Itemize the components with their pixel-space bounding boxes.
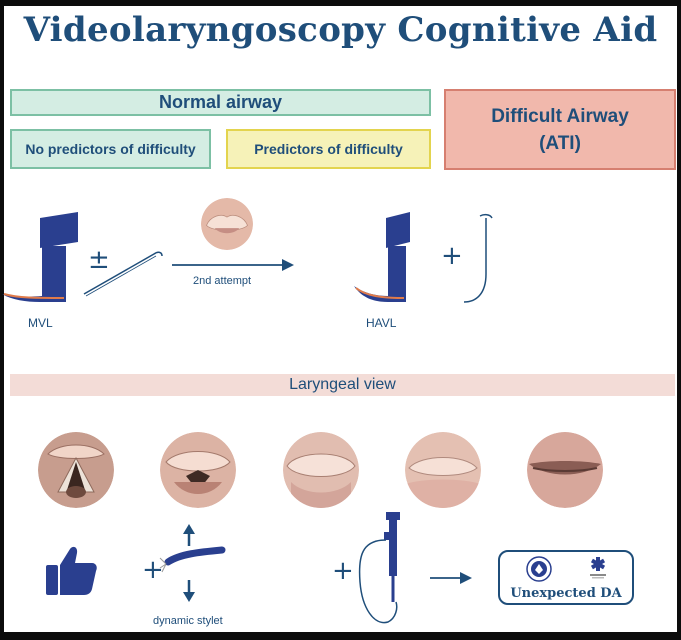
plus-symbol-scope: + — [332, 556, 354, 586]
bougie-icon — [83, 251, 163, 297]
thumbs-up-icon — [46, 546, 97, 595]
mvl-laryngoscope-icon — [2, 212, 78, 302]
second-attempt-arrow — [172, 259, 294, 271]
laryngeal-view-1 — [38, 432, 114, 508]
star-of-life-logo — [590, 557, 606, 579]
predictors-box: Predictors of difficulty — [226, 129, 431, 169]
mvl-label: MVL — [28, 316, 53, 330]
dynamic-stylet-icon — [159, 524, 226, 602]
laryngeal-view-3 — [283, 432, 359, 508]
laryngeal-view-5 — [527, 432, 603, 508]
flexible-scope-icon — [358, 512, 400, 624]
laryngeal-view-2 — [160, 432, 236, 508]
unexpected-da-label: Unexpected DA — [510, 586, 622, 601]
laryngeal-view-small — [201, 198, 253, 250]
laryngeal-view-banner: Laryngeal view — [10, 374, 675, 396]
difficult-airway-box: Difficult Airway (ATI) — [444, 89, 676, 170]
difficult-airway-title: Difficult Airway — [491, 106, 629, 127]
unexpected-da-arrow — [430, 572, 472, 584]
unexpected-da-box: Unexpected DA — [498, 550, 634, 605]
havl-laryngoscope-icon — [354, 212, 410, 302]
plus-minus-symbol: ± — [88, 245, 110, 275]
top-frame-bar — [0, 0, 681, 6]
page-title: Videolaryngoscopy Cognitive Aid — [23, 10, 658, 50]
normal-airway-box: Normal airway — [10, 89, 431, 116]
dynamic-stylet-label: dynamic stylet — [153, 615, 223, 627]
plus-symbol-stylet: + — [142, 555, 164, 585]
difficult-airway-subtitle: (ATI) — [539, 133, 581, 154]
no-predictors-box: No predictors of difficulty — [10, 129, 211, 169]
plus-symbol-top: + — [441, 241, 463, 271]
laryngeal-view-4 — [405, 432, 481, 508]
society-seal-logo — [526, 556, 552, 582]
second-attempt-label: 2nd attempt — [193, 275, 252, 287]
stylet-icon — [463, 213, 493, 303]
bottom-frame-bar — [0, 632, 681, 640]
havl-label: HAVL — [366, 316, 397, 330]
